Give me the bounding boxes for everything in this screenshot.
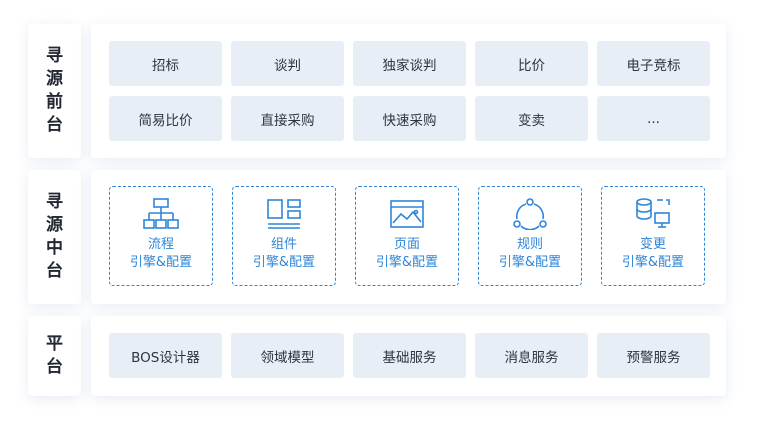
cycle-icon — [513, 198, 547, 230]
front-button-5[interactable]: 电子竞标 — [597, 41, 710, 86]
card-process-subtitle: 引擎&配置 — [129, 255, 193, 270]
card-component-title: 组件 — [270, 237, 297, 252]
front-button-1[interactable]: 招标 — [109, 41, 222, 86]
platform-button-5[interactable]: 预警服务 — [597, 333, 710, 378]
front-panel: 招标 谈判 独家谈判 比价 电子竞标 简易比价 直接采购 快速采购 变卖 ... — [91, 24, 726, 158]
flowchart-icon — [143, 198, 179, 229]
card-page[interactable]: 页面 引擎&配置 — [355, 186, 459, 286]
front-button-8[interactable]: 快速采购 — [353, 96, 466, 141]
platform-button-2[interactable]: 领域模型 — [231, 333, 344, 378]
middle-panel: 流程 引擎&配置 组件 引擎&配置 页面 引擎&配置 — [91, 170, 726, 304]
front-label-box: 寻源前台 — [28, 24, 81, 158]
layout-icon — [267, 199, 301, 229]
front-button-7[interactable]: 直接采购 — [231, 96, 344, 141]
front-button-3[interactable]: 独家谈判 — [353, 41, 466, 86]
card-change-subtitle: 引擎&配置 — [621, 255, 685, 270]
middle-label-box: 寻源中台 — [28, 170, 81, 304]
card-change-title: 变更 — [639, 237, 666, 252]
card-page-subtitle: 引擎&配置 — [375, 255, 439, 270]
picture-icon — [390, 200, 424, 228]
card-rule[interactable]: 规则 引擎&配置 — [478, 186, 582, 286]
card-page-title: 页面 — [393, 237, 420, 252]
front-button-2[interactable]: 谈判 — [231, 41, 344, 86]
front-button-4[interactable]: 比价 — [475, 41, 588, 86]
front-button-more[interactable]: ... — [597, 96, 710, 141]
front-button-6[interactable]: 简易比价 — [109, 96, 222, 141]
card-process[interactable]: 流程 引擎&配置 — [109, 186, 213, 286]
card-process-title: 流程 — [147, 237, 174, 252]
card-change[interactable]: 变更 引擎&配置 — [601, 186, 705, 286]
card-component-subtitle: 引擎&配置 — [252, 255, 316, 270]
platform-label: 平台 — [46, 334, 63, 377]
database-monitor-icon — [636, 198, 670, 228]
front-button-9[interactable]: 变卖 — [475, 96, 588, 141]
front-label: 寻源前台 — [46, 46, 63, 135]
platform-button-1[interactable]: BOS设计器 — [109, 333, 222, 378]
platform-button-3[interactable]: 基础服务 — [353, 333, 466, 378]
platform-button-4[interactable]: 消息服务 — [475, 333, 588, 378]
platform-panel: BOS设计器 领域模型 基础服务 消息服务 预警服务 — [91, 316, 726, 396]
card-rule-subtitle: 引擎&配置 — [498, 255, 562, 270]
card-rule-title: 规则 — [516, 237, 543, 252]
middle-label: 寻源中台 — [46, 192, 63, 281]
card-component[interactable]: 组件 引擎&配置 — [232, 186, 336, 286]
platform-label-box: 平台 — [28, 316, 81, 396]
